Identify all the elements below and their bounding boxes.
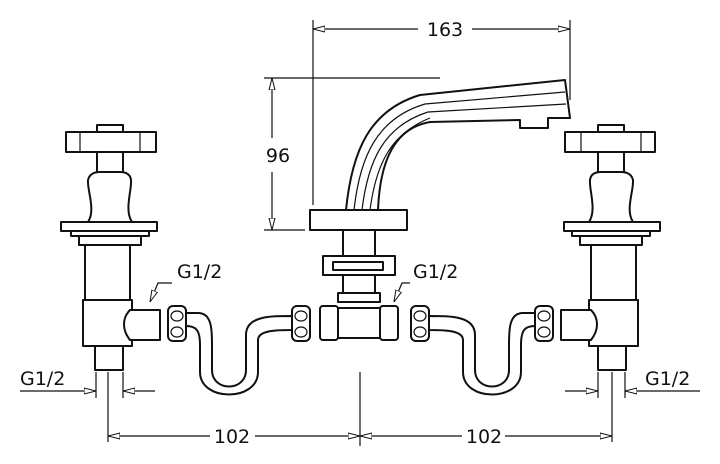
dimension-163: 163 xyxy=(312,19,571,205)
right-valve xyxy=(410,124,661,396)
dimension-96-label: 96 xyxy=(266,145,290,167)
left-outlet-thread-label: G1/2 xyxy=(177,261,222,283)
left-bottom-thread-label: G1/2 xyxy=(20,368,65,390)
dimension-96: 96 xyxy=(264,77,440,231)
dimension-163-label: 163 xyxy=(427,19,463,41)
right-bottom-thread-label: G1/2 xyxy=(645,368,690,390)
thread-callouts: G1/2 G1/2 G1/2 G1/2 xyxy=(20,261,700,398)
spout xyxy=(309,79,571,341)
center-inlet-thread-label: G1/2 xyxy=(413,261,458,283)
dimension-102-right-label: 102 xyxy=(466,426,502,448)
dimension-102-left-label: 102 xyxy=(214,426,250,448)
dimension-102: 102 102 xyxy=(107,372,613,448)
